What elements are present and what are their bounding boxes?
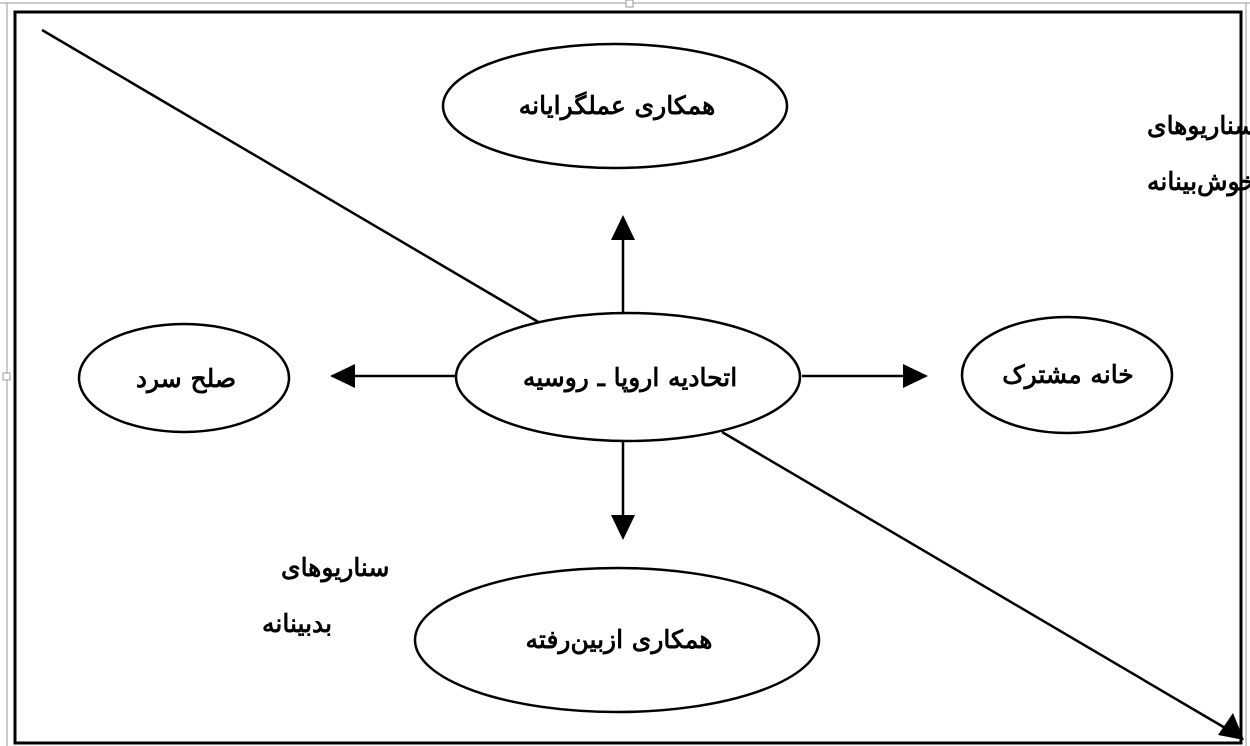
node-left-label: صلح سرد [136, 364, 236, 394]
arrow-up [611, 215, 635, 313]
optimistic-label-line1: سناریوهای [1147, 111, 1250, 141]
pessimistic-label-line1: سناریوهای [281, 553, 389, 583]
optimistic-scenarios-label: سناریوهای خوش‌بینانه [1147, 111, 1250, 197]
node-left: صلح سرد [77, 322, 291, 434]
node-center: اتحادیه اروپا ـ روسیه [454, 311, 802, 443]
node-right: خانه مشترک [960, 315, 1174, 435]
node-center-label: اتحادیه اروپا ـ روسیه [523, 363, 737, 393]
diagram-border [13, 10, 1243, 745]
arrow-right [802, 364, 928, 388]
arrow-left [330, 364, 456, 388]
node-top-label: همکاری عملگرایانه [519, 90, 716, 121]
resize-handle-top[interactable] [625, 0, 634, 8]
optimistic-label-line2: خوش‌بینانه [1147, 167, 1250, 197]
diagonal-divider-upper [41, 28, 541, 325]
node-bottom: همکاری ازبین‌رفته [413, 566, 821, 714]
resize-handle-left[interactable] [2, 372, 11, 381]
diagonal-arrowhead [1218, 713, 1244, 740]
pessimistic-scenarios-label: سناریوهای بدبینانه [262, 553, 389, 638]
node-top: همکاری عملگرایانه [441, 42, 789, 170]
pessimistic-label-line2: بدبینانه [262, 609, 332, 638]
diagonal-divider-lower [721, 430, 1233, 734]
arrow-down [611, 440, 635, 540]
node-right-label: خانه مشترک [1002, 360, 1134, 390]
node-bottom-label: همکاری ازبین‌رفته [526, 625, 713, 655]
